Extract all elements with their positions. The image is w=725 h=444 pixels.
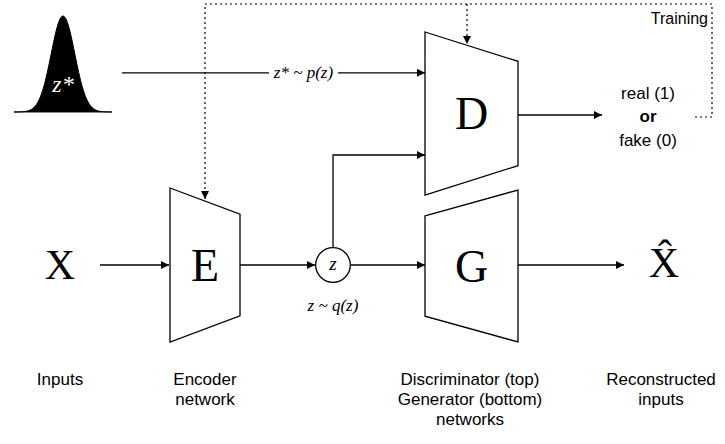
- input-arrow: [100, 264, 169, 265]
- output-symbol: X̂: [649, 239, 679, 287]
- discriminator-trapezoid: D: [425, 32, 518, 195]
- node-label: D: [455, 87, 488, 140]
- trapezoid-outline: [170, 188, 240, 342]
- connector-arrow: [240, 264, 315, 265]
- generator-trapezoid: G: [425, 190, 518, 342]
- training-label: Training: [651, 10, 708, 28]
- circle-outline: [316, 248, 351, 283]
- node-label: G: [455, 240, 488, 293]
- latent-circle: z: [315, 247, 351, 283]
- trapezoid-outline: [425, 190, 518, 342]
- caption-text: Encoder network: [155, 370, 255, 410]
- input-symbol: X: [45, 241, 75, 289]
- gaussian-curve: [14, 16, 112, 112]
- output-arrow: [518, 264, 624, 265]
- caption-text: Inputs: [37, 370, 83, 390]
- output-text: real (1): [621, 84, 675, 104]
- node-outline: [14, 14, 112, 112]
- training-feedback-line: [205, 4, 712, 199]
- encoder-trapezoid: E: [170, 188, 240, 342]
- training-feedback-branch: [466, 4, 467, 44]
- node-label: z*: [52, 71, 73, 98]
- trapezoid-outline: [425, 32, 518, 195]
- node-label: z: [329, 253, 336, 275]
- latent-label: z ~ q(z): [308, 296, 359, 316]
- gaussian-prior: z*: [14, 14, 112, 112]
- connector-arrow: [351, 264, 425, 265]
- connector-arrow: [333, 155, 425, 247]
- caption-text: Discriminator (top) Generator (bottom) n…: [375, 370, 565, 430]
- edge-label: z* ~ p(z): [269, 63, 338, 83]
- caption-text: Reconstructed inputs: [599, 370, 723, 410]
- output-text: or: [640, 107, 657, 127]
- output-text: fake (0): [619, 131, 677, 151]
- discriminator-output-arrow: [518, 114, 602, 115]
- node-label: E: [191, 239, 219, 292]
